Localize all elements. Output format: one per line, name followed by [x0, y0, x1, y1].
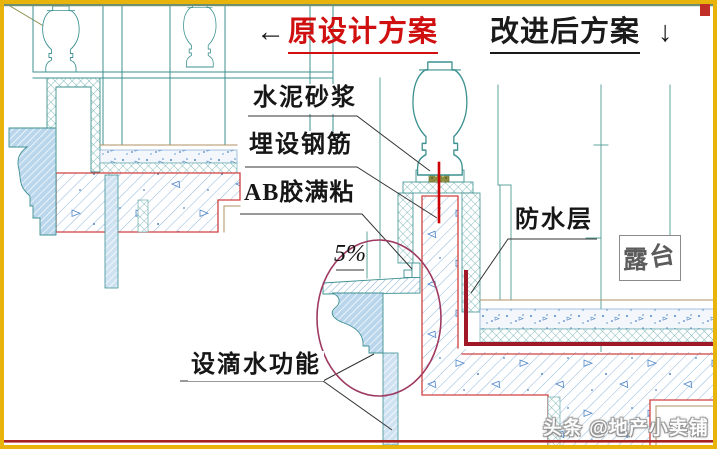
improved-scheme-title: 改进后方案 ↓ [490, 8, 674, 54]
down-arrow-icon: ↓ [658, 16, 674, 48]
screed-layer-terrace [479, 308, 717, 330]
baluster-left-1 [42, 5, 80, 73]
top-green-line [0, 3, 717, 7]
screed-layer-left [99, 149, 238, 164]
improved-design-detail [322, 61, 717, 449]
label-waterproof-layer: 防水层 [512, 206, 596, 236]
frame-lines [0, 3, 717, 443]
waterproof-band-terrace [479, 328, 717, 343]
watermark: 头条 @地产小卖铺 [543, 418, 709, 439]
left-arrow-icon: ← [256, 16, 286, 48]
glue-joint-block [411, 262, 421, 278]
original-scheme-label: 原设计方案 [288, 8, 439, 54]
label-slope-5pct: 5% [334, 241, 366, 267]
baluster-left-2 [183, 2, 217, 68]
label-ab-glue: AB胶满粘 [241, 179, 358, 209]
improved-scheme-label: 改进后方案 [490, 8, 641, 54]
original-design-detail [8, 2, 334, 289]
label-embedded-rebar: 埋设钢筋 [246, 131, 356, 161]
annotation-lines [180, 115, 597, 431]
drip-highlight-circle [316, 239, 442, 397]
original-scheme-title: ←原设计方案 [256, 8, 439, 54]
baluster-improved [412, 61, 468, 176]
bottom-section-line [0, 440, 717, 443]
waterproof-membrane-line [464, 270, 717, 346]
corner-red-mark [700, 3, 710, 16]
waterproof-band-left [99, 162, 238, 174]
label-drip-function: 设滴水功能 [188, 351, 324, 381]
terrace-stamp: 露台 [619, 235, 681, 281]
label-cement-mortar: 水泥砂浆 [250, 84, 360, 114]
drip-cornice-plate [322, 276, 421, 295]
